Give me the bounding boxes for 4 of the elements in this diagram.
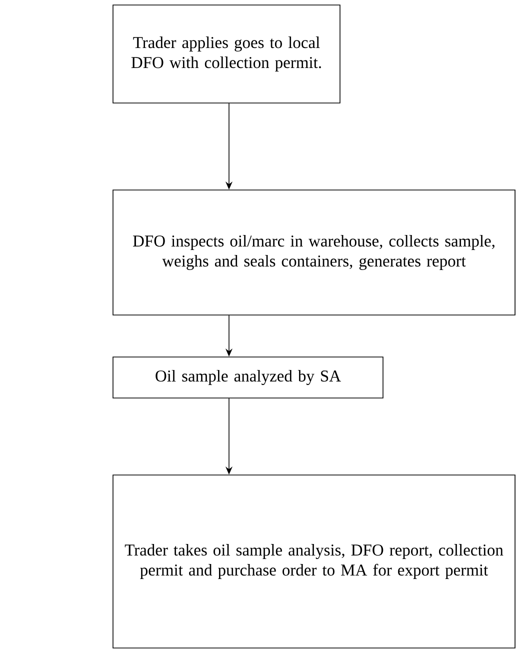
process-box: Trader applies goes to local DFO with collection permit.	[112, 4, 340, 104]
process-box: Trader takes oil sample analysis, DFO report, collection permit and purchase order to MA for export permit	[112, 474, 516, 648]
process-box: DFO inspects oil/marc in warehouse, collects sample, weighs and seals containers, generates report	[112, 190, 516, 316]
process-box: Oil sample analyzed by SA	[112, 356, 384, 398]
